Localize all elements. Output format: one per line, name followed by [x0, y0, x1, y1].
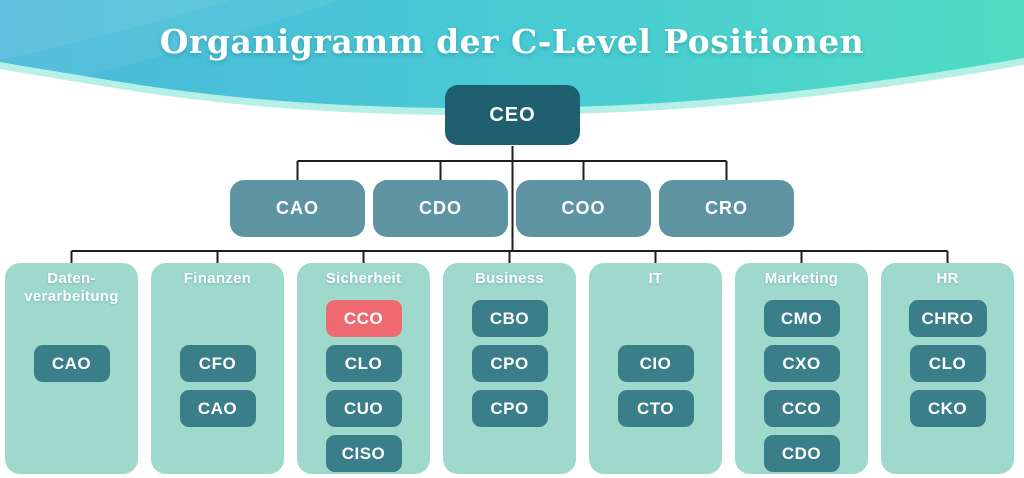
role-box-cio: CIO	[617, 345, 694, 382]
department-title: HR	[936, 270, 959, 287]
role-box-cxo: CXO	[763, 345, 840, 382]
role-box-clo: CLO	[909, 345, 986, 382]
department-title: Daten-verarbeitung	[24, 270, 119, 305]
role-box-cuo: CUO	[325, 390, 402, 427]
level2-box-cro: CRO	[659, 180, 794, 237]
role-box-cfo: CFO	[179, 345, 256, 382]
role-box-cto: CTO	[617, 390, 694, 427]
role-box-cpo: CPO	[471, 345, 548, 382]
department-column-hr: HR CHRO CLO CKO	[881, 263, 1014, 474]
header-wave: Organigramm der C-Level Positionen	[0, 0, 1024, 135]
department-title: Sicherheit	[325, 270, 402, 287]
department-title: Marketing	[764, 270, 839, 287]
role-box-cao: CAO	[179, 390, 256, 427]
ceo-box: CEO	[445, 85, 580, 145]
header-wave-graphic	[0, 0, 1024, 116]
role-box-cbo: CBO	[471, 300, 548, 337]
department-title: IT	[648, 270, 663, 287]
role-box-cco: CCO	[763, 390, 840, 427]
role-box-cpo: CPO	[471, 390, 548, 427]
role-box-cmo: CMO	[763, 300, 840, 337]
role-box-clo: CLO	[325, 345, 402, 382]
wave-main	[0, 0, 1024, 109]
page-title: Organigramm der C-Level Positionen	[159, 22, 865, 61]
wave-highlight-arc	[0, 0, 230, 60]
level2-box-cao: CAO	[230, 180, 365, 237]
role-box-cko: CKO	[909, 390, 986, 427]
level2-box-cdo: CDO	[373, 180, 508, 237]
level2-box-coo: COO	[516, 180, 651, 237]
department-column-it: IT CIO CTO	[589, 263, 722, 474]
department-title: Finanzen	[183, 270, 252, 287]
role-box-cdo: CDO	[763, 435, 840, 472]
role-box-ciso: CISO	[325, 435, 402, 472]
department-title: Business	[474, 270, 545, 287]
role-box-cao: CAO	[33, 345, 110, 382]
role-box-chro: CHRO	[908, 300, 987, 337]
wave-highlight-arc	[0, 0, 340, 96]
role-box-cco: CCO	[325, 300, 402, 337]
